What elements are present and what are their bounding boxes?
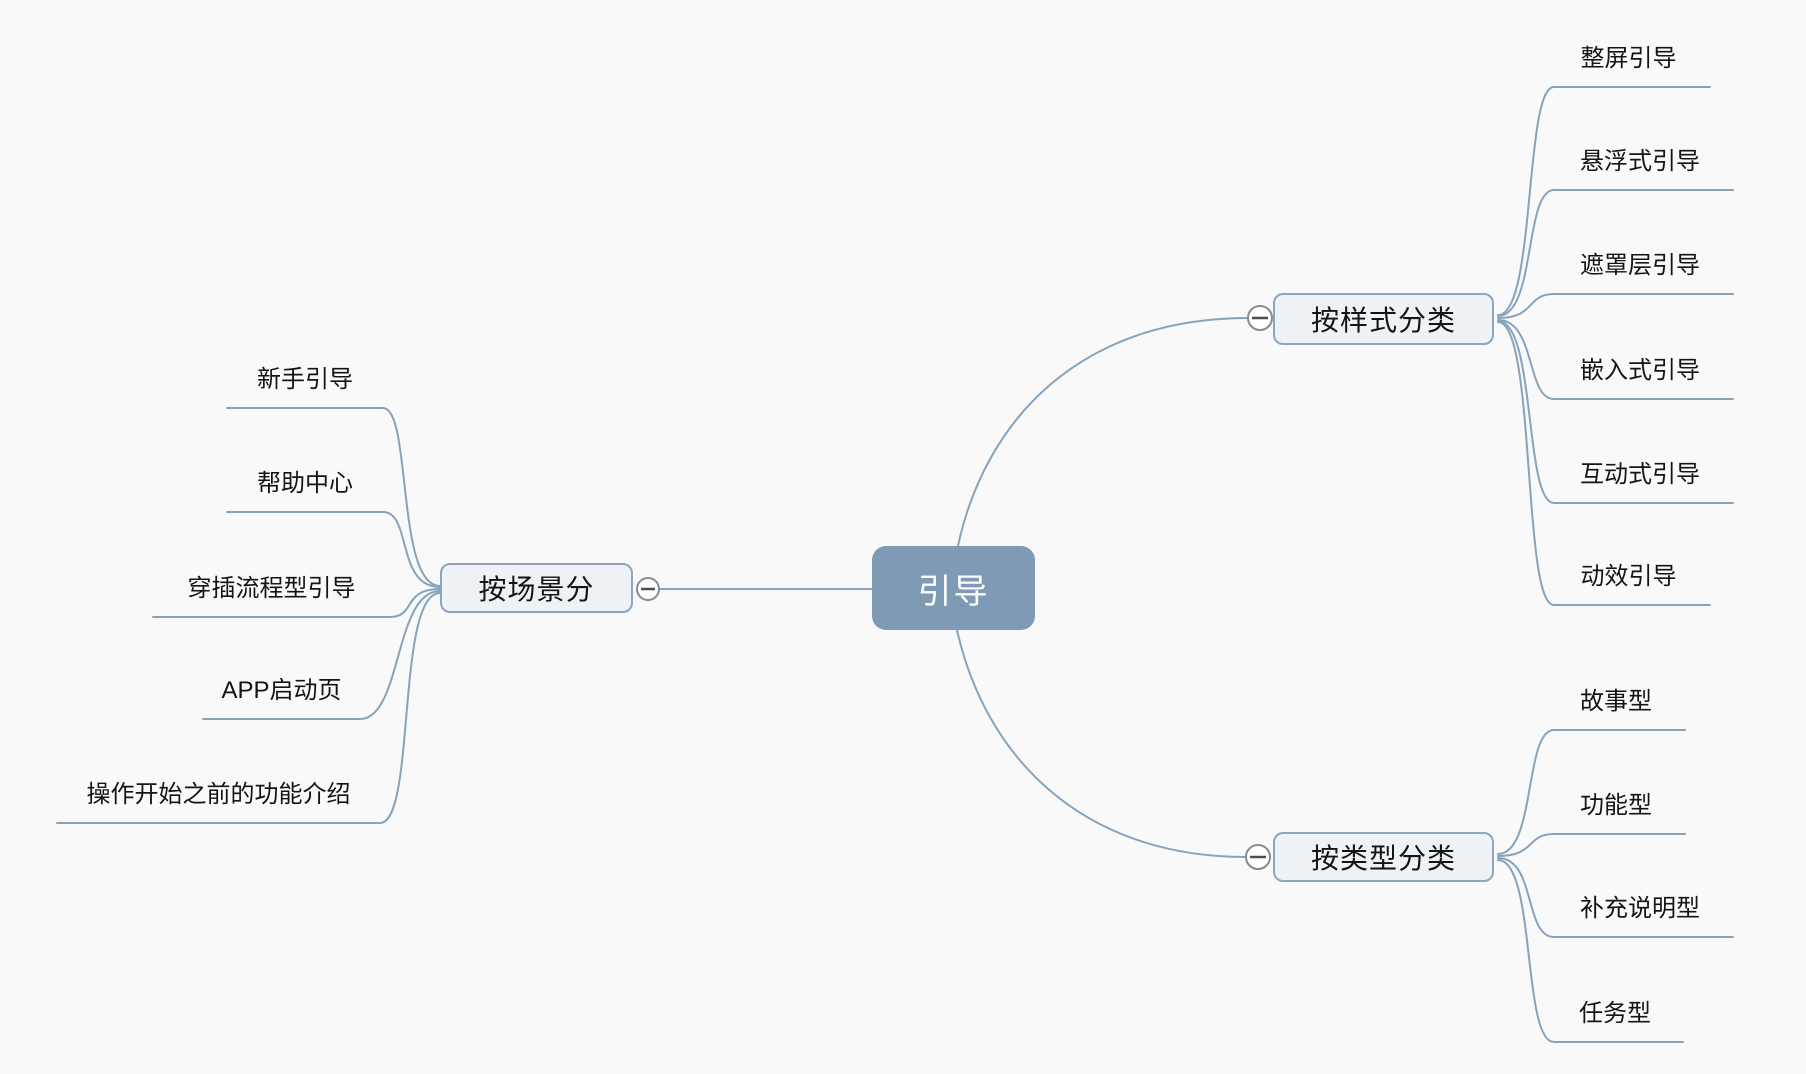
connector-leaf (1497, 189, 1734, 317)
connector-leaf (1497, 320, 1734, 504)
leaf-node[interactable]: 任务型 (1579, 1000, 1651, 1027)
connector-root-right-bottom (956, 629, 1247, 858)
connector-leaf (202, 590, 441, 720)
connector-root-right-top (957, 317, 1249, 547)
branch-node-scene[interactable]: 按场景分 (440, 563, 633, 613)
collapse-minus-icon[interactable] (636, 577, 660, 601)
connector-leaf (56, 592, 441, 824)
root-topic-node[interactable]: 引导 (872, 546, 1035, 630)
branch-node-type[interactable]: 按类型分类 (1273, 832, 1494, 882)
connector-leaf (1497, 833, 1686, 857)
leaf-node[interactable]: 互动式引导 (1580, 461, 1700, 488)
leaf-node[interactable]: APP启动页 (221, 677, 342, 704)
leaf-node[interactable]: 悬浮式引导 (1580, 148, 1700, 175)
collapse-minus-icon[interactable] (1245, 844, 1271, 870)
connector-leaf (1497, 293, 1734, 319)
connector-leaf (226, 511, 441, 588)
leaf-node[interactable]: 嵌入式引导 (1580, 357, 1700, 384)
leaf-node[interactable]: 故事型 (1580, 688, 1652, 715)
leaf-node[interactable]: 帮助中心 (257, 470, 353, 497)
leaf-node[interactable]: 功能型 (1580, 792, 1652, 819)
connector-leaf (226, 407, 441, 587)
connector-leaf (1497, 729, 1686, 855)
branch-node-style[interactable]: 按样式分类 (1273, 293, 1494, 345)
leaf-node[interactable]: 整屏引导 (1580, 45, 1677, 72)
connector-leaf (152, 588, 441, 618)
leaf-node[interactable]: 新手引导 (257, 366, 353, 393)
connector-leaf (1497, 321, 1711, 606)
leaf-node[interactable]: 补充说明型 (1580, 895, 1700, 922)
connector-leaf (1497, 319, 1734, 400)
leaf-node[interactable]: 遮罩层引导 (1580, 252, 1700, 279)
leaf-node[interactable]: 穿插流程型引导 (187, 575, 356, 602)
collapse-minus-icon[interactable] (1247, 305, 1273, 331)
connector-leaf (1497, 86, 1711, 316)
connector-leaf (1497, 857, 1734, 938)
leaf-node[interactable]: 操作开始之前的功能介绍 (86, 781, 351, 808)
leaf-node[interactable]: 动效引导 (1580, 563, 1677, 590)
connector-leaf (1497, 859, 1684, 1043)
